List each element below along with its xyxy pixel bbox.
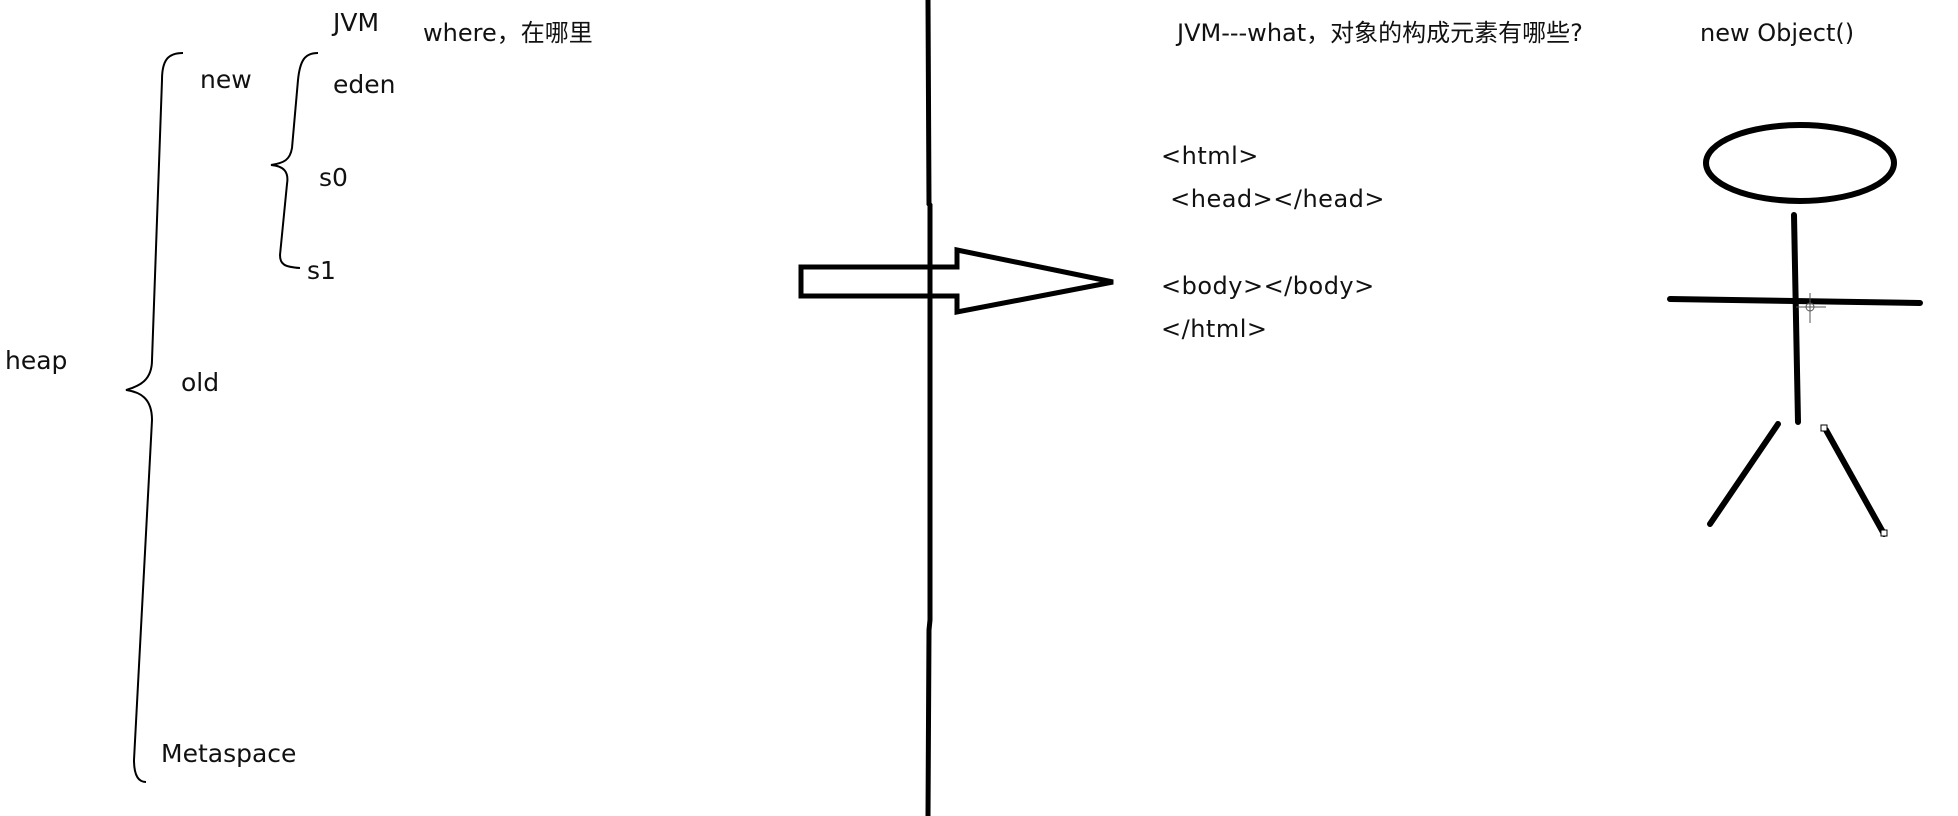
new-label: new — [200, 65, 252, 94]
old-label: old — [181, 368, 220, 397]
heap-label: heap — [5, 346, 68, 375]
figure-body — [1791, 212, 1801, 425]
s1-label: s1 — [307, 256, 336, 285]
divider-line — [925, 0, 933, 816]
figure-head — [1703, 122, 1897, 204]
new-object-label: new Object() — [1700, 19, 1855, 47]
html-code-line: <html> — [1161, 142, 1259, 170]
figure-right-leg — [1823, 427, 1887, 537]
heap-brace — [125, 52, 184, 783]
selection-handle-top[interactable] — [1820, 424, 1828, 432]
html-code-line: <body></body> — [1161, 272, 1375, 300]
eden-label: eden — [333, 70, 396, 99]
html-code-line: </html> — [1161, 315, 1268, 343]
s0-label: s0 — [319, 163, 348, 192]
right-arrow-icon — [798, 246, 1114, 316]
jvm-label: JVM — [333, 8, 380, 37]
html-code-line: <head></head> — [1162, 185, 1385, 213]
selection-handle-bottom[interactable] — [1880, 529, 1888, 537]
stick-figure-icon — [1667, 122, 1923, 537]
metaspace-label: Metaspace — [161, 739, 297, 768]
where-label: where，在哪里 — [423, 19, 593, 47]
question-label: JVM---what，对象的构成元素有哪些? — [1177, 19, 1583, 47]
crosshair-cursor-icon — [1796, 293, 1826, 323]
new-brace — [270, 52, 319, 269]
figure-left-leg — [1707, 421, 1781, 527]
figure-arms — [1667, 296, 1923, 306]
